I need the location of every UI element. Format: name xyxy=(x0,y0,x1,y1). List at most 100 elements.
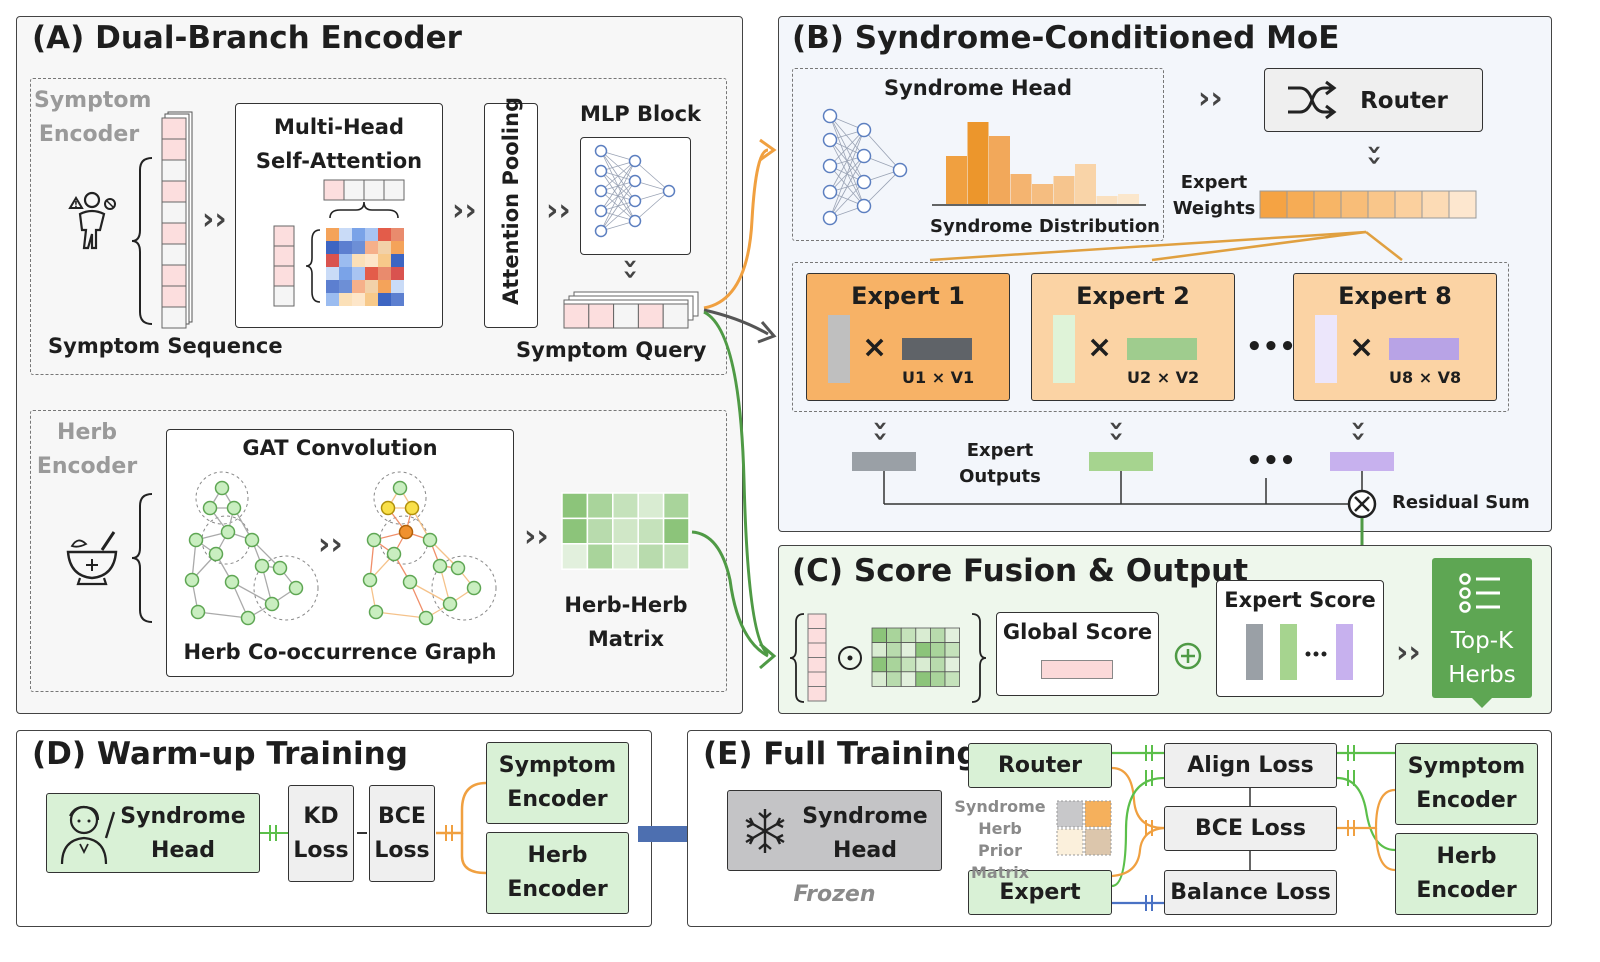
graph-node xyxy=(214,480,230,496)
expert-score-box xyxy=(1216,580,1384,697)
attention-cell xyxy=(378,280,391,293)
attention-cell xyxy=(391,280,404,293)
query-token xyxy=(383,179,405,201)
router-chevron: ›› xyxy=(1198,81,1223,116)
attention-cell xyxy=(365,228,378,241)
mlp-node xyxy=(628,154,642,168)
attention-cell xyxy=(365,267,378,280)
attention-cell xyxy=(326,254,339,267)
attention-cell xyxy=(391,254,404,267)
symptom-sequence-stack xyxy=(161,111,193,329)
e-symptom-encoder-box: Symptom Encoder xyxy=(1395,743,1538,825)
fusion-vector-cell xyxy=(807,686,827,702)
graph-node xyxy=(224,574,240,590)
expert-name: Expert 2 xyxy=(1076,282,1190,310)
attention-cell xyxy=(326,241,339,254)
matrix-cell xyxy=(612,492,639,520)
graph-node xyxy=(450,560,466,576)
query-cell xyxy=(662,303,689,329)
graph-node xyxy=(254,558,270,574)
attention-cell xyxy=(378,293,391,306)
e-router-box: Router xyxy=(968,743,1112,788)
e-expert-box: Expert xyxy=(968,870,1112,915)
expert-v-vector xyxy=(1127,338,1197,360)
expert-u-vector xyxy=(1053,315,1075,383)
gat-box xyxy=(166,429,514,677)
panel-b-title: (B) Syndrome-Conditioned MoE xyxy=(792,20,1340,56)
d-loss-dash xyxy=(357,832,367,834)
distribution-bar xyxy=(967,122,989,204)
attention-cell xyxy=(352,267,365,280)
expert-weights-label: Expert Weights xyxy=(1172,172,1256,219)
distribution-bar xyxy=(1010,174,1032,204)
syndrome-node xyxy=(856,174,872,190)
d-syndrome-head-label: Syndrome Head xyxy=(120,804,246,863)
attention-cell xyxy=(365,280,378,293)
mlp-node xyxy=(594,224,608,238)
arrow-chevron-3: ›› xyxy=(546,193,571,228)
attention-cell xyxy=(339,254,352,267)
graph-node xyxy=(288,580,304,596)
attention-cell xyxy=(378,254,391,267)
graph-node xyxy=(422,532,438,548)
syndrome-node xyxy=(892,162,908,178)
graph-node xyxy=(272,560,288,576)
attention-cell xyxy=(391,241,404,254)
herb-herb-matrix xyxy=(561,492,690,570)
graph-node xyxy=(432,558,448,574)
attention-cell xyxy=(365,254,378,267)
graph-node xyxy=(244,532,260,548)
fusion-input xyxy=(789,613,987,703)
topk-label: Top-K Herbs xyxy=(1448,628,1516,688)
panel-c-title: (C) Score Fusion & Output xyxy=(792,553,1249,589)
d-symptom-encoder-box: Symptom Encoder xyxy=(486,742,629,824)
gat-label: GAT Convolution xyxy=(242,436,438,460)
graph-node xyxy=(220,524,236,540)
symptom-query-label: Symptom Query xyxy=(516,338,707,362)
d-bce-loss-box: BCE Loss xyxy=(369,785,435,882)
herb-brace xyxy=(131,493,153,623)
attention-cell xyxy=(339,293,352,306)
graph-node xyxy=(366,532,382,548)
patient-icon: ! xyxy=(68,191,116,250)
attention-cell xyxy=(326,293,339,306)
expert-v-vector xyxy=(1389,338,1459,360)
symptom-brace xyxy=(131,157,153,325)
mhsa-label: Multi-Head Self-Attention xyxy=(255,115,423,173)
attention-cell xyxy=(352,241,365,254)
key-token xyxy=(273,285,295,307)
attention-cell xyxy=(326,228,339,241)
matrix-cell xyxy=(586,492,614,520)
mlp-block-label: MLP Block xyxy=(579,102,702,126)
expert-times: × xyxy=(1087,330,1113,365)
matrix-cell xyxy=(612,543,639,570)
herb-encoder-label: Herb Encoder xyxy=(36,420,138,479)
syndrome-node xyxy=(822,108,838,124)
graph-node xyxy=(188,532,204,548)
expert-name: Expert 8 xyxy=(1338,282,1452,310)
attention-cell xyxy=(339,241,352,254)
syndrome-head-label: Syndrome Head xyxy=(883,76,1073,100)
expert-weight-cell xyxy=(1394,190,1423,219)
symptom-encoder-region xyxy=(30,78,727,375)
query-cell xyxy=(563,303,590,329)
symptom-sequence-label: Symptom Sequence xyxy=(48,334,283,358)
topk-box xyxy=(1432,558,1532,698)
mlp-network xyxy=(594,144,676,238)
expert-u-vector xyxy=(1315,315,1337,383)
distribution-bar xyxy=(1075,164,1096,204)
mlp-node xyxy=(594,144,608,158)
graph-node xyxy=(466,580,482,596)
arrow-chevron-2: ›› xyxy=(452,193,477,228)
attention-cell xyxy=(391,293,404,306)
expert-score-bars xyxy=(1246,624,1353,680)
expert-times: × xyxy=(1349,330,1375,365)
symptom-query-stack xyxy=(563,291,699,329)
prior-matrix xyxy=(1056,800,1112,856)
attention-matrix xyxy=(273,179,405,307)
query-cell xyxy=(613,303,639,329)
attention-cell xyxy=(326,280,339,293)
herb-graph-right xyxy=(362,471,497,626)
